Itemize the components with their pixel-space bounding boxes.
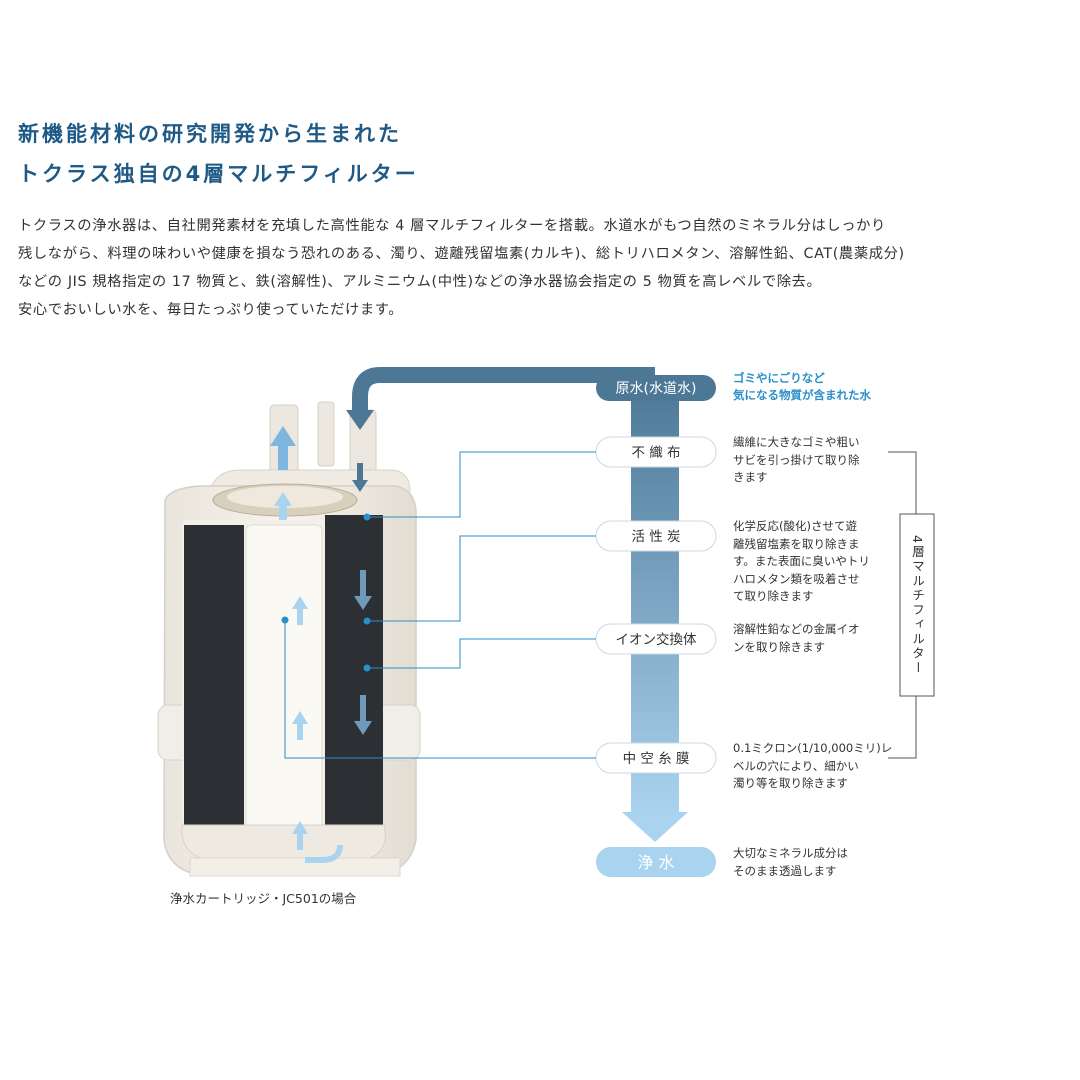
- desc-line: ハロメタン類を吸着させ: [733, 571, 860, 586]
- layer-desc-hollow-fiber: 0.1ミクロン(1/10,000ミリ)レ ベルの穴により、細かい 濁り等を取り除…: [733, 740, 892, 793]
- desc-line: サビを引っ掛けて取り除: [733, 452, 860, 467]
- cartridge-caption: 浄水カートリッジ・JC501の場合: [170, 891, 357, 906]
- leader-lines: [284, 451, 596, 759]
- clean-water-label: 浄 水: [637, 853, 674, 872]
- body-line: などの JIS 規格指定の 17 物質と、鉄(溶解性)、アルミニウム(中性)など…: [18, 274, 822, 290]
- body-line: トクラスの浄水器は、自社開発素材を充填した高性能な 4 層マルチフィルターを搭載…: [18, 218, 886, 234]
- body-line: 残しながら、料理の味わいや健康を損なう恐れのある、濁り、遊離残留塩素(カルキ)、…: [18, 246, 905, 262]
- multi-filter-label: 4層マルチフィルター: [910, 534, 925, 676]
- clean-water-pill: 浄 水: [596, 847, 716, 877]
- layer-desc-nonwoven: 繊維に大きなゴミや粗い サビを引っ掛けて取り除 きます: [733, 434, 860, 487]
- raw-water-label: 原水(水道水): [616, 381, 697, 397]
- clean-water-note: 大切なミネラル成分は そのまま透過します: [733, 845, 848, 880]
- layer-desc-carbon: 化学反応(酸化)させて遊 離残留塩素を取り除きま す。また表面に臭いやトリ ハロ…: [733, 518, 870, 606]
- layer-pill-hollow-fiber: 中 空 糸 膜: [595, 742, 717, 774]
- layer-pill-carbon: 活 性 炭: [595, 520, 717, 552]
- desc-line: そのまま透過します: [733, 863, 837, 878]
- desc-line: 溶解性鉛などの金属イオ: [733, 622, 860, 636]
- heading-line-1: 新機能材料の研究開発から生まれた: [18, 122, 402, 146]
- layer-desc-ion-exchange: 溶解性鉛などの金属イオ ンを取り除きます: [733, 621, 860, 656]
- desc-line: 離残留塩素を取り除きま: [733, 536, 860, 551]
- desc-line: 0.1ミクロン(1/10,000ミリ)レ: [733, 741, 893, 755]
- carbon-layer-right: [325, 515, 383, 827]
- layer-label: イオン交換体: [616, 631, 697, 648]
- layer-label: 活 性 炭: [631, 529, 680, 545]
- body-paragraph: トクラスの浄水器は、自社開発素材を充填した高性能な 4 層マルチフィルターを搭載…: [18, 212, 1068, 324]
- layer-pill-nonwoven: 不 織 布: [595, 436, 717, 468]
- body-line: 安心でおいしい水を、毎日たっぷり使っていただけます。: [18, 302, 404, 318]
- desc-line: ンを取り除きます: [733, 639, 825, 654]
- layer-label: 中 空 糸 膜: [623, 751, 690, 767]
- multi-filter-box: [899, 513, 935, 697]
- desc-line: 化学反応(酸化)させて遊: [733, 519, 857, 533]
- layer-pill-ion-exchange: イオン交換体: [595, 623, 717, 655]
- desc-line: て取り除きます: [733, 589, 814, 603]
- desc-line: 大切なミネラル成分は: [733, 846, 848, 860]
- desc-line: す。また表面に臭いやトリ: [733, 554, 870, 568]
- heading-line-2: トクラス独自の4層マルチフィルター: [18, 162, 419, 186]
- carbon-layer-left: [184, 525, 244, 825]
- raw-water-note: ゴミやにごりなど 気になる物質が含まれた水: [733, 370, 871, 404]
- raw-water-pill: 原水(水道水): [596, 375, 716, 401]
- raw-water-note-line: 気になる物質が含まれた水: [733, 388, 871, 402]
- layer-label: 不 織 布: [631, 445, 680, 461]
- desc-line: ベルの穴により、細かい: [733, 758, 859, 773]
- raw-water-note-line: ゴミやにごりなど: [733, 371, 825, 385]
- filter-cartridge-illustration: [157, 401, 421, 877]
- leader-dots: [281, 513, 371, 672]
- desc-line: きます: [733, 470, 768, 484]
- desc-line: 繊維に大きなゴミや粗い: [733, 435, 860, 449]
- desc-line: 濁り等を取り除きます: [733, 776, 848, 790]
